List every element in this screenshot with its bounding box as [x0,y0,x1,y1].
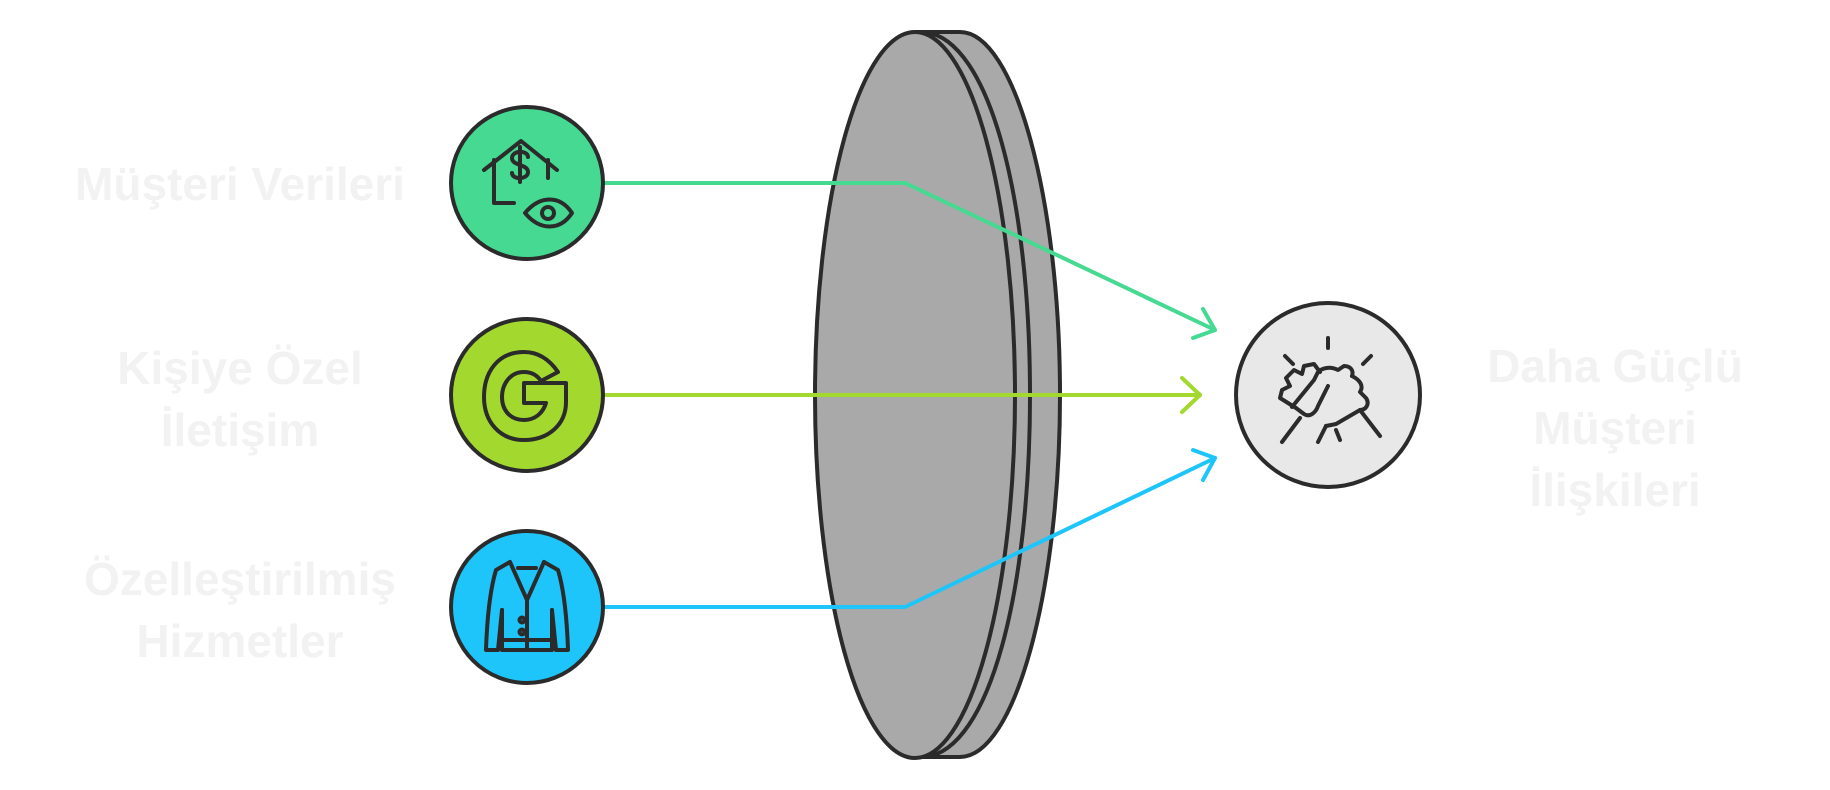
input-label-2-line-1: Hizmetler [136,615,344,667]
letter-g-icon [482,350,568,442]
input-label-1-line-1: İletişim [160,404,320,456]
house-dollar-eye-icon [482,139,574,229]
input-label-1: Kişiye Özel İletişim [40,337,440,461]
input-node-2 [449,529,605,685]
input-label-0-line-0: Müşteri Verileri [75,158,405,210]
tailored-jacket-icon [484,560,570,652]
output-node [1234,301,1422,489]
input-label-1-line-0: Kişiye Özel [117,342,363,394]
output-label-line-0: Daha Güçlü [1487,340,1743,392]
input-node-0 [449,105,605,261]
connector-1 [598,376,1202,414]
input-node-1 [449,317,605,473]
output-label: Daha Güçlü Müşteri İlişkileri [1460,335,1770,521]
output-label-line-2: İlişkileri [1529,464,1701,516]
connector-2 [598,448,1217,609]
input-label-2: Özelleştirilmiş Hizmetler [40,548,440,672]
output-label-line-1: Müşteri [1533,402,1697,454]
connector-0 [598,181,1217,340]
input-label-0: Müşteri Verileri [40,153,440,215]
handshake-icon [1278,336,1382,444]
input-label-2-line-0: Özelleştirilmiş [84,553,396,605]
